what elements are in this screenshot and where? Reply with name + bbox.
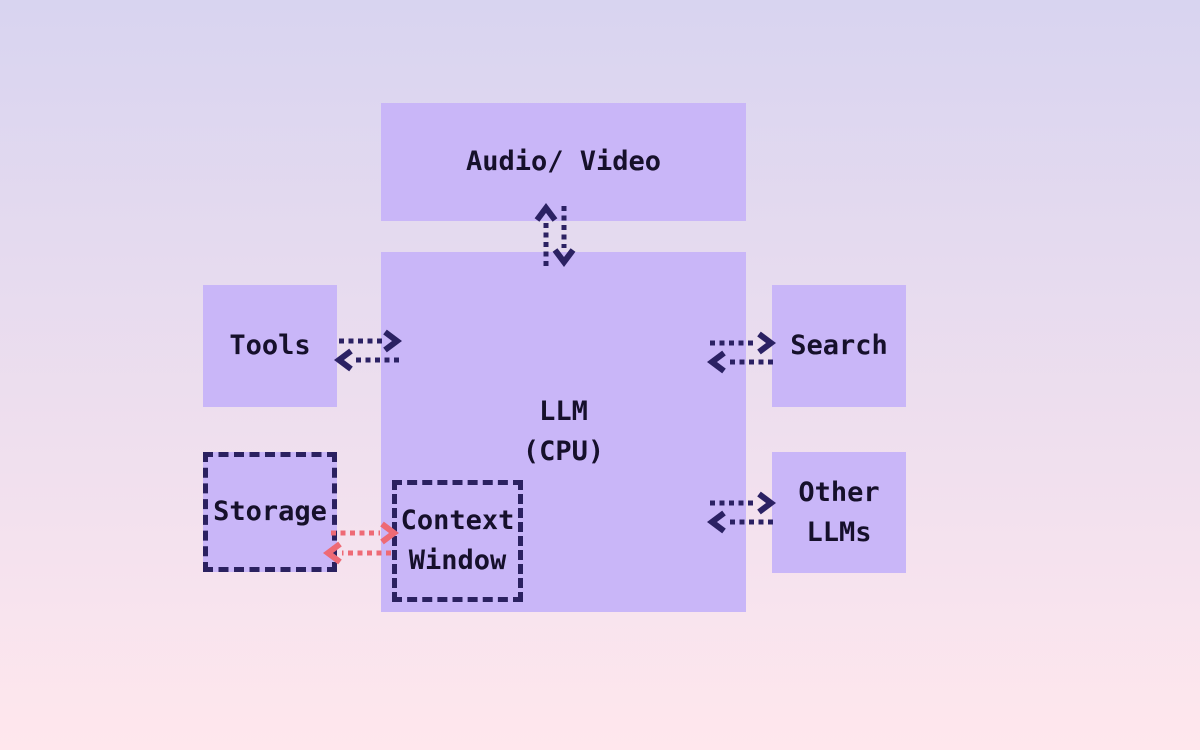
node-context-window-label-line1: Context [400,505,515,536]
node-other-llms: Other LLMs [772,452,906,573]
node-other-llms-label-line1: Other [798,476,880,508]
node-audio-video-label: Audio/ Video [465,146,662,177]
node-tools-label: Tools [229,330,311,361]
node-llm: LLM (CPU) [381,252,746,612]
node-context-window: Context Window [392,480,523,602]
node-storage-label: Storage [213,496,327,527]
node-audio-video: Audio/ Video [381,103,746,221]
node-llm-label-line1: LLM [539,396,588,427]
node-search: Search [772,285,906,407]
node-storage: Storage [203,452,337,572]
node-llm-label-line2: (CPU) [522,436,605,467]
node-search-label: Search [790,330,888,361]
node-other-llms-label-line2: LLMs [806,516,872,548]
node-tools: Tools [203,285,337,407]
node-context-window-label-line2: Window [408,545,507,576]
